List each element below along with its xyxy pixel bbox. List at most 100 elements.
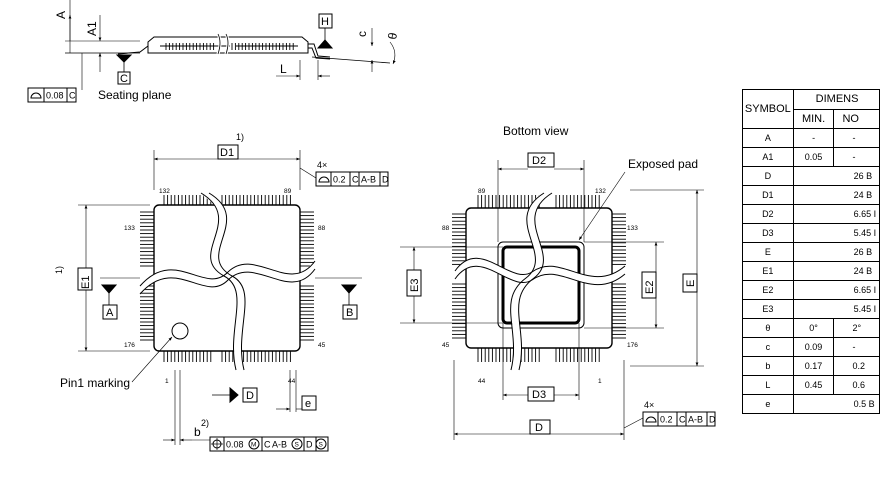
cell-nom: - xyxy=(833,128,880,148)
bottom-view-title: Bottom view xyxy=(503,124,569,138)
cell-value: 5.45 I xyxy=(792,223,880,243)
top-pin-88: 88 xyxy=(318,225,326,232)
datum-C-label: C xyxy=(120,73,128,85)
cell-min: - xyxy=(792,128,835,148)
top-profile-ref1: C xyxy=(352,175,359,185)
top-pin-44: 44 xyxy=(288,378,296,385)
side-lead-ticks xyxy=(165,43,294,50)
top-cut-lines xyxy=(137,190,318,371)
cell-symbol: D2 xyxy=(742,204,794,224)
cell-min: 0.05 xyxy=(792,147,835,167)
cell-min: 0° xyxy=(792,318,835,338)
cell-value: 5.45 I xyxy=(792,299,880,319)
seating-plane-label: Seating plane xyxy=(98,88,172,102)
dim-b-label: b xyxy=(194,425,201,439)
side-view xyxy=(27,0,396,103)
dim-b-note: 2) xyxy=(201,418,209,428)
top-pin-45: 45 xyxy=(318,342,326,349)
position-mod2: S xyxy=(295,442,300,449)
cell-min: 0.09 xyxy=(792,337,835,357)
position-mod-M: M xyxy=(251,442,256,449)
dim-e-label: e xyxy=(305,398,311,410)
bottom-profile-count: 4× xyxy=(644,400,654,410)
seating-plane-line xyxy=(65,52,391,64)
cell-value: 26 B xyxy=(792,242,880,262)
table-header-dimensions: DIMENS xyxy=(792,89,880,110)
pin1-mark-circle xyxy=(171,322,189,340)
bottom-pin-44: 44 xyxy=(478,378,486,385)
bottom-cut-lines xyxy=(452,190,628,371)
cell-nom: 0.2 xyxy=(833,356,880,376)
position-tol: 0.08 xyxy=(226,440,244,450)
dim-D1-label: D1 xyxy=(220,147,234,159)
exposed-pad-outer xyxy=(497,241,585,329)
cell-symbol: D3 xyxy=(742,223,794,243)
top-profile-count: 4× xyxy=(317,160,327,170)
cell-symbol: L xyxy=(742,375,794,395)
top-view xyxy=(77,144,389,452)
bottom-profile-ref1: C xyxy=(679,415,686,425)
top-profile-ref3: D xyxy=(382,175,389,185)
cell-symbol: A1 xyxy=(742,147,794,167)
cell-symbol: E1 xyxy=(742,261,794,281)
cell-symbol: e xyxy=(742,394,794,414)
cell-value: 0.5 B xyxy=(792,394,880,414)
bottom-pin-1: 1 xyxy=(598,378,602,385)
table-header-min: MIN. xyxy=(792,108,835,129)
cell-nom: 0.6 xyxy=(833,375,880,395)
cell-nom: 2° xyxy=(833,318,880,338)
datum-H-label: H xyxy=(321,16,329,28)
table-header-nom: NO xyxy=(833,108,880,129)
cell-symbol: E xyxy=(742,242,794,262)
dim-E2-label: E2 xyxy=(644,281,656,294)
bottom-view xyxy=(400,152,716,440)
bottom-pin-133: 133 xyxy=(627,225,638,232)
flatness-tolerance: 0.08 xyxy=(46,91,64,101)
bottom-profile-ref3: D xyxy=(709,415,716,425)
datum-D-label: D xyxy=(246,390,254,402)
cell-nom: - xyxy=(833,337,880,357)
pin1-marking-label: Pin1 marking xyxy=(60,376,130,390)
top-profile-tol: 0.2 xyxy=(333,175,346,185)
bottom-pin-88: 88 xyxy=(442,225,450,232)
position-ref2: A-B xyxy=(272,440,287,450)
top-pin-89: 89 xyxy=(284,188,292,195)
position-ref3: D xyxy=(306,440,313,450)
top-profile-ref2: A-B xyxy=(361,175,376,185)
cell-symbol: A xyxy=(742,128,794,148)
flatness-datum: C xyxy=(69,91,76,101)
cell-value: 6.65 I xyxy=(792,204,880,224)
position-ref1: C xyxy=(264,440,271,450)
top-pin-1: 1 xyxy=(165,378,169,385)
cell-symbol: E3 xyxy=(742,299,794,319)
dim-c-label: c xyxy=(355,31,369,37)
dim-E-label: E xyxy=(685,280,697,287)
cell-value: 24 B xyxy=(792,185,880,205)
dim-D2-label: D2 xyxy=(532,155,546,167)
bottom-profile-tol: 0.2 xyxy=(660,415,673,425)
bottom-pin-45: 45 xyxy=(442,342,450,349)
dim-theta-label: θ xyxy=(385,31,400,40)
cell-symbol: E2 xyxy=(742,280,794,300)
table-header-symbol: SYMBOL xyxy=(742,89,794,129)
dim-E3-label: E3 xyxy=(409,279,421,292)
bottom-view-leads xyxy=(452,195,626,362)
table-row: A-- xyxy=(742,128,880,148)
cell-value: 24 B xyxy=(792,261,880,281)
cell-symbol: D1 xyxy=(742,185,794,205)
datum-B-label: B xyxy=(346,307,353,319)
